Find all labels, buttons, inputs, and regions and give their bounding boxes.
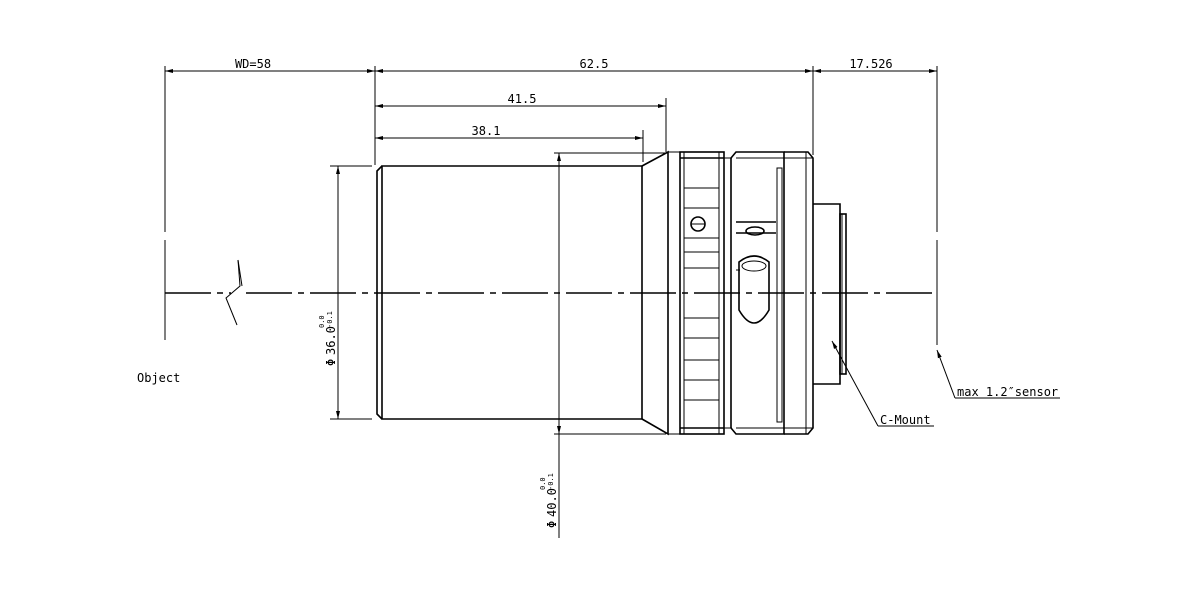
lock-screw (745, 226, 765, 236)
labels: WD=58 62.5 17.526 41.5 38.1 Φ 36.0 0.0 -… (137, 57, 1058, 528)
label-object: Object (137, 371, 180, 385)
c-mount-thread (813, 203, 847, 385)
rear-cap (784, 151, 814, 435)
taper (641, 150, 669, 436)
lens-body (376, 150, 847, 436)
focus-ring (679, 151, 725, 435)
label-dia-body: 40.0 (545, 488, 559, 517)
label-sensor: max 1.2″sensor (957, 385, 1058, 399)
dia-symbol-body: Φ (545, 521, 559, 528)
leaders (831, 340, 1060, 427)
tol-body-upper: 0.0 (539, 477, 547, 490)
label-dia-front: 36.0 (324, 326, 338, 355)
tol-front-lower: -0.1 (326, 311, 334, 328)
label-length-ring: 41.5 (508, 92, 537, 106)
label-c-mount: C-Mount (880, 413, 931, 427)
tol-body-lower: -0.1 (547, 473, 555, 490)
break-symbol (225, 259, 241, 326)
extension-lines (164, 66, 938, 435)
dimension-lines (165, 69, 937, 538)
label-working-distance: WD=58 (235, 57, 271, 71)
optical-axis (165, 259, 937, 326)
label-back-focal: 17.526 (849, 57, 892, 71)
label-length-barrel: 38.1 (472, 124, 501, 138)
dia-symbol-front: Φ (324, 359, 338, 366)
tol-front-upper: 0.0 (318, 315, 326, 328)
label-total-length: 62.5 (580, 57, 609, 71)
lock-slot (738, 255, 770, 324)
